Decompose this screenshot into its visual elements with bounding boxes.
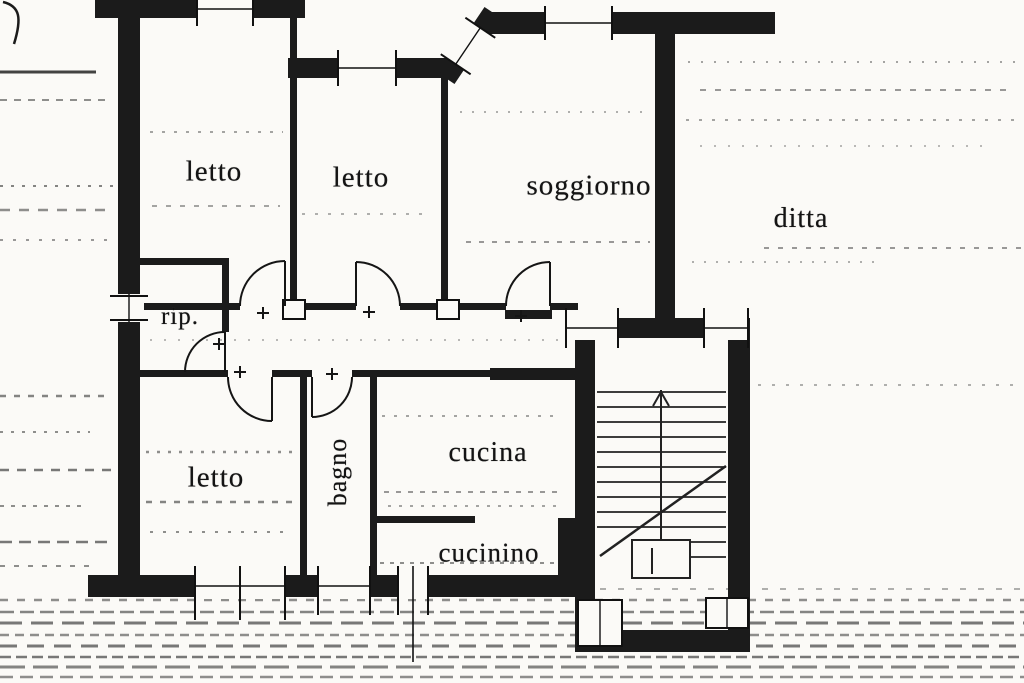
window-bagno — [317, 566, 371, 615]
wall-bagno-cucina — [370, 370, 377, 575]
window-cucina — [397, 566, 429, 662]
window-letto1 — [196, 0, 254, 26]
stair-wall-right — [728, 318, 750, 652]
window-letto2 — [337, 50, 397, 86]
plus-marks — [213, 306, 527, 380]
window-left-wall — [110, 294, 148, 322]
door-soggiorno — [505, 261, 551, 307]
door-rip — [184, 331, 226, 373]
room-label-cucinino: cucinino — [438, 537, 540, 568]
wall-corridor-top-d — [550, 303, 578, 310]
stair-landing-box — [631, 539, 691, 579]
stair-direction-arrow — [652, 391, 670, 407]
door-letto2 — [355, 261, 401, 307]
wall-rip-right — [222, 258, 229, 332]
window-soggiorno — [544, 6, 613, 40]
window-stair-top-left — [565, 308, 619, 348]
window-letto3 — [194, 566, 286, 620]
wall-letto2-soggiorno — [441, 76, 448, 310]
wall-corridor-bottom-b — [272, 370, 312, 377]
room-label-letto-bottom: letto — [187, 461, 245, 494]
window-stair-bottom-right — [705, 597, 749, 629]
wall-left — [118, 0, 140, 577]
room-label-soggiorno: soggiorno — [526, 169, 652, 202]
window-stair-top-right — [703, 308, 749, 348]
door-bagno — [311, 376, 353, 418]
junction-box-1 — [282, 299, 306, 320]
wall-rip-top — [138, 258, 229, 265]
stair-wall-left — [575, 318, 595, 652]
wall-corridor-top-a — [140, 303, 240, 310]
door-letto3 — [227, 376, 273, 422]
wall-top-right — [482, 12, 775, 34]
room-label-rip: rip. — [160, 303, 200, 330]
wall-letto3-bagno — [300, 370, 307, 575]
door-letto1 — [239, 260, 286, 307]
junction-box-2 — [436, 299, 460, 320]
window-stair-bottom-left — [577, 599, 623, 647]
threshold-cucina — [490, 368, 575, 380]
room-label-cucina: cucina — [448, 437, 528, 468]
window-diagonal — [440, 16, 496, 76]
stair-diagonal — [599, 464, 727, 558]
stairs-layer — [597, 390, 727, 579]
room-label-letto-top-left: letto — [185, 155, 243, 188]
wall-cucinino-divider — [375, 516, 475, 523]
wall-corridor-bottom-a — [140, 370, 228, 377]
wall-letto1-letto2 — [290, 0, 297, 310]
scan-noise-layer — [0, 61, 1024, 679]
doors-layer — [184, 260, 551, 422]
room-label-letto-top-mid: letto — [332, 161, 390, 194]
wall-corridor-top-b — [285, 303, 356, 310]
room-label-bagno: bagno — [323, 437, 352, 507]
wall-cucinino-right — [558, 518, 575, 575]
windows-layer — [110, 0, 749, 662]
adjacent-drawing-fragment — [2, 0, 20, 45]
room-label-ditta: ditta — [773, 203, 829, 234]
wall-corridor-bottom-c — [352, 370, 490, 377]
threshold-soggiorno — [505, 310, 552, 319]
wall-soggiorno-right — [655, 28, 675, 318]
